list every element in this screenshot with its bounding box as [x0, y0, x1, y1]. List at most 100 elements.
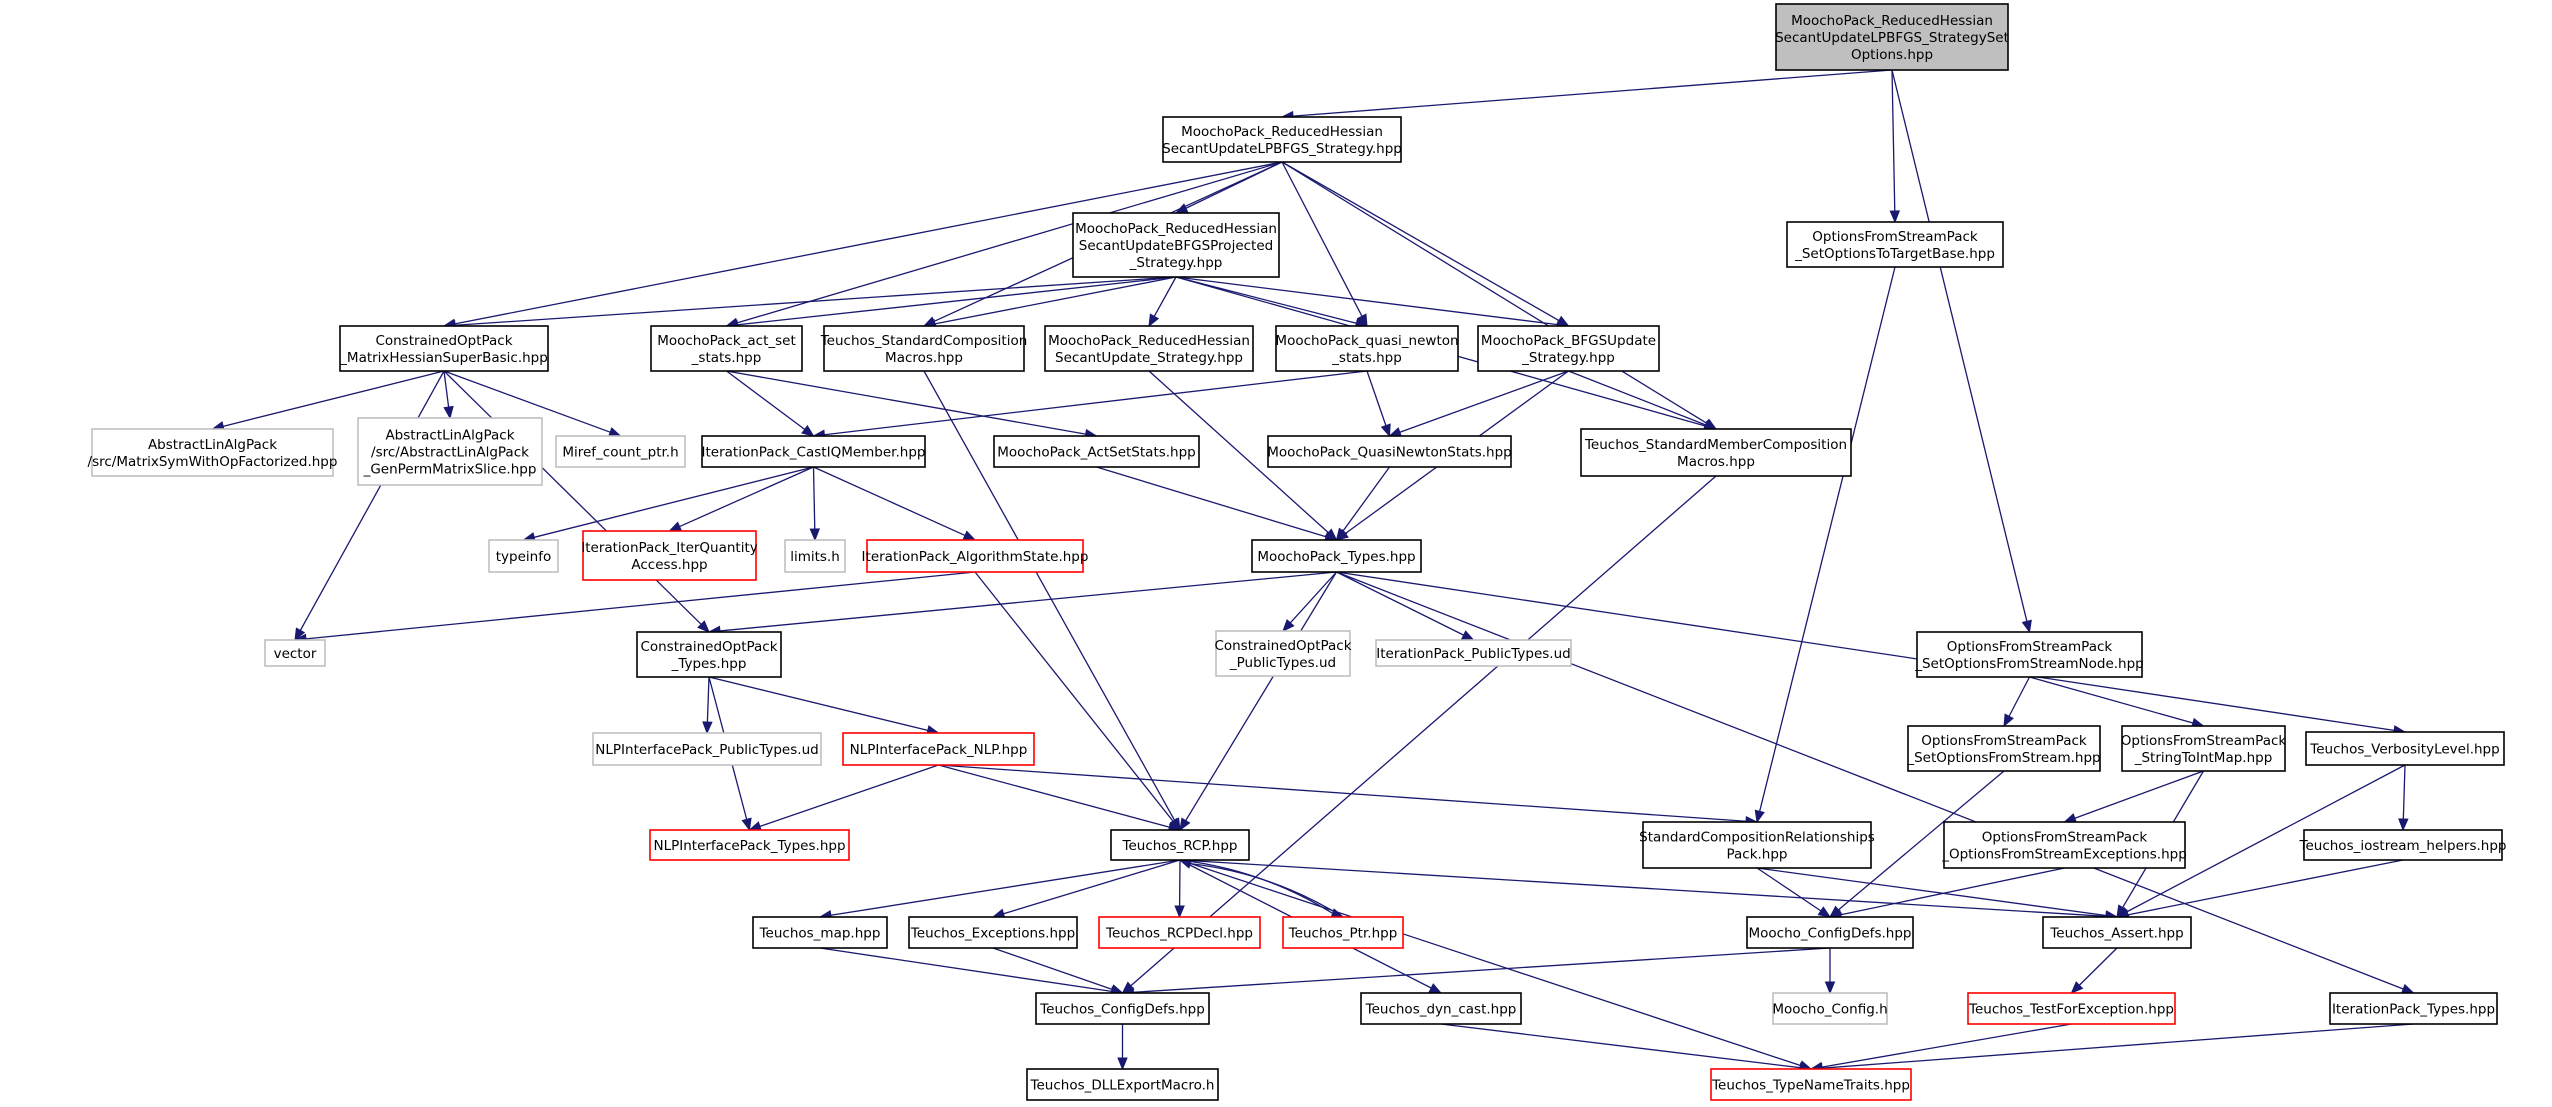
edge-line	[736, 161, 1283, 324]
node-iter-public[interactable]: IterationPack_PublicTypes.ud	[1375, 639, 1572, 667]
node-label-line: Miref_count_ptr.h	[562, 445, 678, 461]
edge-arrowhead	[1889, 210, 1901, 224]
edge-arrowhead	[697, 620, 710, 633]
edge-arrowhead	[2021, 619, 2032, 634]
node-test-exc[interactable]: Teuchos_TestForException.hpp	[1967, 992, 2176, 1025]
edge-algstate-to-rcp	[974, 571, 1181, 832]
node-std-member-comp[interactable]: Teuchos_StandardMemberCompositionMacros.…	[1580, 428, 1852, 477]
node-label-line: MoochoPack_ReducedHessian	[1048, 333, 1250, 349]
node-moocho-types[interactable]: MoochoPack_Types.hpp	[1251, 539, 1422, 573]
node-opts-stream[interactable]: OptionsFromStreamPack_SetOptionsFromStre…	[1906, 725, 2101, 772]
node-nlp-types[interactable]: NLPInterfacePack_Types.hpp	[649, 829, 850, 861]
edge-line	[1891, 69, 1896, 212]
node-box	[1282, 916, 1404, 949]
node-limits[interactable]: limits.h	[784, 539, 846, 573]
node-act-set-stats[interactable]: MoochoPack_act_set_stats.hpp	[650, 325, 803, 372]
edge-rcp-to-rcpdecl	[1174, 859, 1185, 919]
node-msym[interactable]: AbstractLinAlgPack/src/MatrixSymWithOpFa…	[88, 428, 338, 477]
node-copt-types[interactable]: ConstrainedOptPack_Types.hpp	[636, 631, 782, 678]
node-vector[interactable]: vector	[264, 639, 326, 667]
node-label-line: _stats.hpp	[1331, 350, 1402, 366]
node-iostream-helpers[interactable]: Teuchos_iostream_helpers.hpp	[2299, 829, 2507, 861]
node-verbosity[interactable]: Teuchos_VerbosityLevel.hpp	[2305, 731, 2505, 766]
node-assert[interactable]: Teuchos_Assert.hpp	[2042, 916, 2192, 949]
node-label-line: /src/AbstractLinAlgPack	[371, 445, 529, 461]
node-nlp-nlp[interactable]: NLPInterfacePack_NLP.hpp	[842, 732, 1035, 766]
node-label-line: _StringToIntMap.hpp	[2134, 750, 2273, 766]
edge-moocho_types-to-rcp	[1179, 571, 1338, 832]
node-box	[636, 631, 782, 678]
node-label-line: _MatrixHessianSuperBasic.hpp	[339, 350, 548, 366]
node-label-line: StandardCompositionRelationships	[1639, 830, 1875, 846]
node-opts-strmap[interactable]: OptionsFromStreamPack_StringToIntMap.hpp	[2121, 725, 2287, 772]
node-typeinfo[interactable]: typeinfo	[488, 539, 559, 573]
node-miref[interactable]: Miref_count_ptr.h	[555, 435, 686, 468]
node-castiq[interactable]: IterationPack_CastIQMember.hpp	[701, 435, 926, 468]
node-qn-stats[interactable]: MoochoPack_quasi_newton_stats.hpp	[1275, 325, 1459, 372]
edge-line	[992, 947, 1113, 991]
node-box	[842, 732, 1035, 766]
node-config-defs[interactable]: Teuchos_ConfigDefs.hpp	[1035, 992, 1210, 1025]
node-label-line: MoochoPack_QuasiNewtonStats.hpp	[1267, 445, 1511, 461]
node-label-line: Pack.hpp	[1726, 847, 1787, 863]
node-lpbfgs-strategy[interactable]: MoochoPack_ReducedHessianSecantUpdateLPB…	[1162, 116, 1402, 163]
node-box	[264, 639, 326, 667]
node-opts-node[interactable]: OptionsFromStreamPack_SetOptionsFromStre…	[1914, 631, 2144, 678]
node-dyn-cast[interactable]: Teuchos_dyn_cast.hpp	[1360, 992, 1522, 1025]
node-box	[993, 435, 1200, 468]
node-box	[1044, 325, 1254, 372]
edge-exceptions-to-config_defs	[992, 947, 1124, 995]
node-actsetstats[interactable]: MoochoPack_ActSetStats.hpp	[993, 435, 1200, 468]
node-nlp-public[interactable]: NLPInterfacePack_PublicTypes.ud	[592, 732, 822, 766]
node-box	[339, 325, 549, 372]
node-rcpdecl[interactable]: Teuchos_RCPDecl.hpp	[1098, 916, 1261, 949]
edge-copt_types-to-nlp_nlp	[708, 676, 940, 736]
node-iter-types[interactable]: IterationPack_Types.hpp	[2329, 992, 2498, 1025]
edge-line	[706, 676, 710, 723]
edge-line	[1336, 571, 2395, 732]
node-box	[1275, 325, 1459, 372]
edge-bfgs_projected-to-std_comp_macros	[922, 276, 1177, 329]
node-label-line: Teuchos_map.hpp	[759, 926, 881, 942]
node-label-line: Teuchos_TypeNameTraits.hpp	[1711, 1078, 1910, 1094]
node-opts-exc[interactable]: OptionsFromStreamPack_OptionsFromStreamE…	[1941, 821, 2187, 869]
edge-act_set_stats-to-castiq	[726, 370, 815, 437]
node-secant-update[interactable]: MoochoPack_ReducedHessianSecantUpdate_St…	[1044, 325, 1254, 372]
node-box	[1967, 992, 2176, 1025]
edge-rcp-to-typename_traits	[1179, 859, 1813, 1071]
edge-arrowhead	[1824, 981, 1836, 995]
node-opts-set-target[interactable]: OptionsFromStreamPack_SetOptionsToTarget…	[1786, 221, 2004, 268]
node-root[interactable]: MoochoPack_ReducedHessianSecantUpdateLPB…	[1775, 3, 2009, 71]
edge-algstate-to-vector	[293, 571, 976, 645]
node-dll-export[interactable]: Teuchos_DLLExportMacro.h	[1026, 1068, 1219, 1101]
node-genperm[interactable]: AbstractLinAlgPack/src/AbstractLinAlgPac…	[357, 417, 543, 486]
edge-nlp_nlp-to-scrp	[938, 764, 1759, 827]
node-rcp[interactable]: Teuchos_RCP.hpp	[1110, 829, 1250, 861]
node-label-line: /src/MatrixSymWithOpFactorized.hpp	[88, 454, 338, 470]
edge-arrowhead	[1179, 817, 1191, 832]
node-label-line: SecantUpdateLPBFGS_Strategy.hpp	[1162, 141, 1402, 157]
node-algstate[interactable]: IterationPack_AlgorithmState.hpp	[862, 539, 1089, 573]
node-map[interactable]: Teuchos_map.hpp	[752, 916, 888, 949]
node-bfgs-projected[interactable]: MoochoPack_ReducedHessianSecantUpdateBFG…	[1072, 212, 1280, 278]
node-copt-public[interactable]: ConstrainedOptPack_PublicTypes.ud	[1214, 630, 1352, 677]
node-qnstats[interactable]: MoochoPack_QuasiNewtonStats.hpp	[1267, 435, 1512, 468]
node-bfgs-update[interactable]: MoochoPack_BFGSUpdate_Strategy.hpp	[1477, 325, 1660, 372]
node-label-line: _SetOptionsToTargetBase.hpp	[1794, 246, 1995, 262]
node-mhsb[interactable]: ConstrainedOptPack_MatrixHessianSuperBas…	[339, 325, 549, 372]
node-label-line: Options.hpp	[1851, 47, 1933, 63]
node-label-line: MoochoPack_ReducedHessian	[1181, 124, 1383, 140]
node-moocho-config[interactable]: Moocho_Config.h	[1772, 992, 1888, 1025]
node-exceptions[interactable]: Teuchos_Exceptions.hpp	[908, 916, 1078, 949]
edge-line	[2126, 764, 2406, 913]
node-moocho-config-defs[interactable]: Moocho_ConfigDefs.hpp	[1746, 916, 1914, 949]
edge-copt_types-to-nlp_public	[702, 676, 713, 735]
node-typename-traits[interactable]: Teuchos_TypeNameTraits.hpp	[1710, 1068, 1912, 1101]
node-label-line: limits.h	[790, 549, 840, 565]
node-label-line: _PublicTypes.ud	[1229, 655, 1336, 671]
node-label-line: OptionsFromStreamPack	[1812, 229, 1978, 245]
node-ptr[interactable]: Teuchos_Ptr.hpp	[1282, 916, 1404, 949]
